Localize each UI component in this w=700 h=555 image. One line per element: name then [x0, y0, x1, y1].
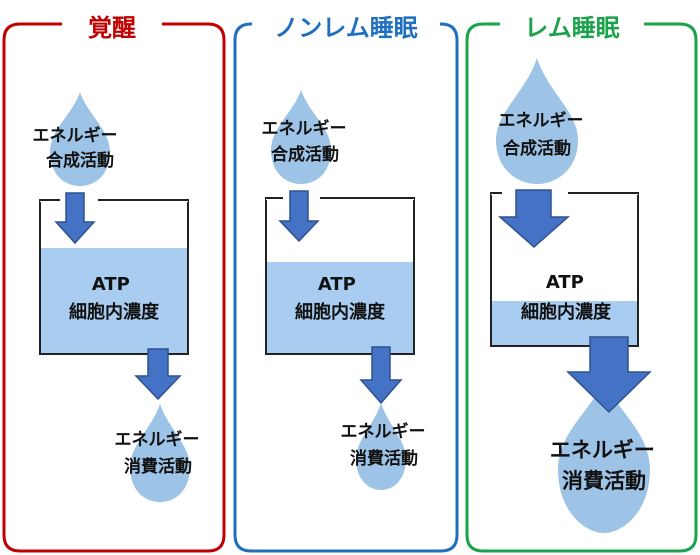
consumption-line-1: エネルギー: [550, 438, 655, 462]
atp-level-fill: [40, 248, 188, 354]
consumption-label: エネルギー 消費活動: [341, 422, 432, 469]
panel-frame: [465, 22, 698, 553]
consumption-line-2: 消費活動: [350, 448, 418, 469]
synthesis-line-2: 合成活動: [46, 150, 114, 171]
consumption-label: エネルギー 消費活動: [550, 438, 662, 493]
synthesis-line-1: エネルギー: [262, 119, 347, 139]
consumption-arrow: [359, 346, 403, 405]
atp-label: ATP 細胞内濃度: [521, 272, 612, 323]
panel-wake: 覚醒 エネルギー 合成活動 ATP 細胞内濃度 エネルギー 消費活動: [2, 14, 226, 553]
synthesis-line-2: 合成活動: [271, 144, 339, 165]
synthesis-drop: [50, 92, 110, 186]
synthesis-arrow: [498, 189, 570, 249]
synthesis-line-2: 合成活動: [503, 138, 571, 159]
synthesis-label: エネルギー 合成活動: [33, 126, 124, 171]
atp-label: ATP 細胞内濃度: [69, 274, 160, 323]
panel-frame: [2, 22, 226, 553]
panel-rem: レム睡眠 エネルギー 合成活動 ATP 細胞内濃度 エネルギー 消費活動: [465, 14, 698, 553]
synthesis-label: エネルギー 合成活動: [262, 119, 353, 165]
consumption-line-2: 消費活動: [562, 469, 646, 493]
consumption-arrow: [566, 336, 652, 414]
panel-title: レム睡眠: [524, 14, 620, 42]
panel-nonrem: ノンレム睡眠 エネルギー 合成活動 ATP 細胞内濃度 エネルギー 消費活動: [233, 14, 459, 553]
synthesis-line-1: エネルギー: [499, 111, 584, 131]
atp-label-line-1: ATP: [318, 274, 356, 295]
synthesis-label: エネルギー 合成活動: [499, 111, 590, 159]
synthesis-arrow: [278, 190, 320, 243]
consumption-line-2: 消費活動: [124, 456, 192, 477]
atp-level-fill: [266, 262, 414, 354]
consumption-label: エネルギー 消費活動: [115, 430, 206, 477]
consumption-drop: [558, 380, 650, 533]
consumption-drop: [356, 403, 406, 490]
panel-frame: [233, 22, 459, 553]
synthesis-drop: [271, 90, 331, 184]
atp-label-line-2: 細胞内濃度: [521, 301, 612, 323]
synthesis-line-1: エネルギー: [33, 126, 118, 146]
atp-label-line-1: ATP: [546, 272, 584, 293]
atp-label-line-2: 細胞内濃度: [295, 301, 386, 323]
synthesis-arrow: [54, 192, 96, 245]
atp-label-line-1: ATP: [92, 274, 130, 295]
synthesis-drop: [496, 58, 578, 184]
consumption-arrow: [134, 348, 182, 401]
consumption-line-1: エネルギー: [115, 430, 200, 450]
consumption-line-1: エネルギー: [341, 422, 426, 442]
panel-title: ノンレム睡眠: [274, 14, 418, 42]
atp-label: ATP 細胞内濃度: [295, 274, 386, 323]
atp-label-line-2: 細胞内濃度: [69, 301, 160, 323]
consumption-drop: [130, 404, 190, 502]
panel-title: 覚醒: [88, 14, 136, 42]
